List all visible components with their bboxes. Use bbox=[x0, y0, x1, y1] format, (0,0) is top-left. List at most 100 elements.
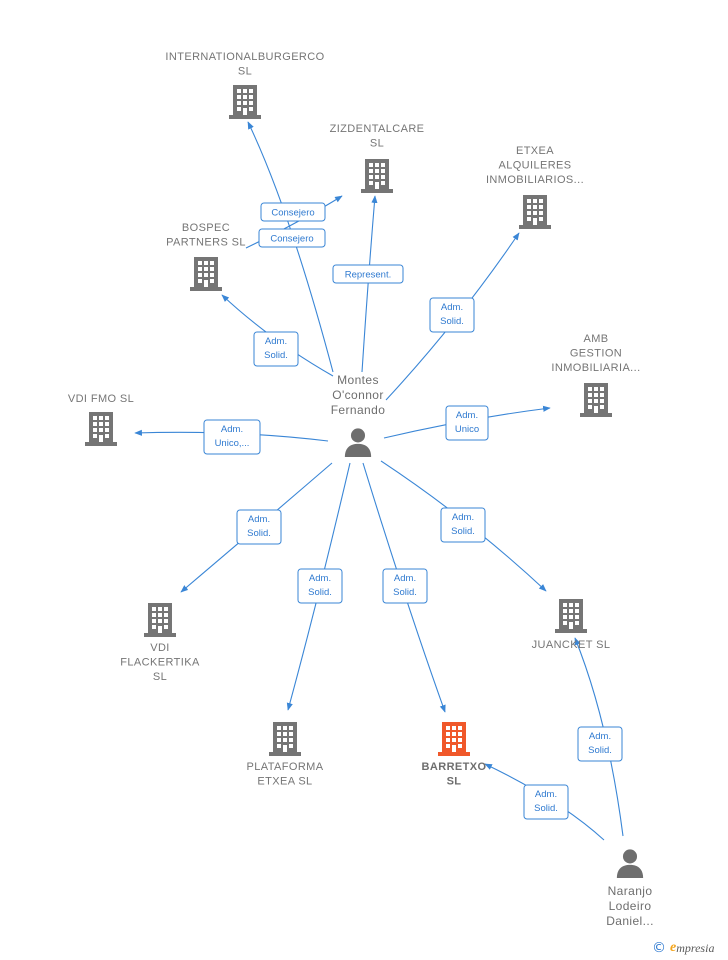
node-label: Fernando bbox=[331, 403, 386, 417]
building-icon bbox=[190, 257, 222, 291]
edge-montes-zizdentalcare-consejero bbox=[245, 195, 343, 249]
node-label: PLATAFORMA bbox=[247, 761, 324, 773]
node-vdi_flackertika[interactable]: VDI FLACKERTIKA SL bbox=[120, 603, 200, 683]
edge-label-box bbox=[297, 568, 343, 604]
edge-label-text: Solid. bbox=[588, 745, 612, 756]
edge-label-box bbox=[577, 726, 623, 762]
edge-label-montes-amb[interactable]: Adm.Unico bbox=[445, 405, 489, 441]
edge-label-box bbox=[429, 297, 475, 333]
node-label: SL bbox=[238, 66, 252, 78]
node-label: ALQUILERES bbox=[498, 160, 571, 172]
edge-label-text: Represent. bbox=[345, 270, 391, 281]
node-zizdentalcare[interactable]: ZIZDENTALCARE SL bbox=[330, 123, 425, 193]
node-label: SL bbox=[447, 776, 462, 788]
node-amb_gestion[interactable]: AMBGESTIONINMOBILIARIA... bbox=[551, 333, 640, 417]
edge-label-box bbox=[258, 228, 326, 248]
building-icon bbox=[144, 603, 176, 637]
edge-label-box bbox=[332, 264, 404, 284]
edge-label-box bbox=[445, 405, 489, 441]
node-label: ETXEA bbox=[516, 145, 554, 157]
nodes-layer: INTERNATIONALBURGERCO SL ZIZDENTALCARE SL ET… bbox=[68, 51, 654, 928]
edge-label-montes-zizdentalcare-consejero[interactable]: Consejero bbox=[258, 228, 326, 248]
edge-label-box bbox=[523, 784, 569, 820]
node-label: Naranjo bbox=[608, 884, 653, 898]
edge-label-text: Solid. bbox=[451, 526, 475, 537]
node-label: BARRETXO bbox=[422, 761, 487, 773]
edge-label-naranjo-juancket[interactable]: Adm. Solid. bbox=[577, 726, 623, 762]
building-icon bbox=[269, 722, 301, 756]
node-label: GESTION bbox=[570, 348, 622, 360]
node-internationalburgerco[interactable]: INTERNATIONALBURGERCO SL bbox=[165, 51, 324, 119]
brand-initial: e bbox=[670, 940, 677, 955]
node-label: ETXEA SL bbox=[257, 776, 312, 788]
edge-montes-zizdentalcare-represent bbox=[361, 195, 378, 373]
edge-label-text: Adm. bbox=[589, 731, 611, 742]
edge-label-text: Solid. bbox=[247, 528, 271, 539]
node-vdi_fmo[interactable]: VDI FMO SL bbox=[68, 393, 134, 446]
edge-label-box bbox=[440, 507, 486, 543]
edge-label-text: Unico,... bbox=[215, 438, 250, 449]
building-icon bbox=[229, 85, 261, 119]
node-label: O'connor bbox=[332, 388, 384, 402]
building-icon bbox=[361, 159, 393, 193]
edge-label-montes-flackertika[interactable]: Adm.Solid. bbox=[236, 509, 282, 545]
node-label: INTERNATIONALBURGERCO bbox=[165, 51, 324, 63]
node-label: INMOBILIARIOS... bbox=[486, 174, 584, 186]
edge-label-montes-internationalburgerco[interactable]: Consejero bbox=[260, 202, 326, 222]
edge-label-text: Adm. bbox=[456, 410, 478, 421]
copyright-icon: © bbox=[652, 940, 666, 956]
brand-name: mpresia bbox=[676, 940, 715, 955]
edge-label-montes-bospec[interactable]: Adm. Solid. bbox=[253, 331, 299, 367]
node-label: FLACKERTIKA bbox=[120, 657, 200, 669]
node-label: VDI bbox=[150, 642, 170, 654]
edge-labels-layer: ConsejeroConsejeroRepresent.Adm.Solid.Ad… bbox=[203, 202, 623, 820]
edge-label-text: Consejero bbox=[271, 208, 314, 219]
node-plataforma_etxea[interactable]: PLATAFORMA ETXEA SL bbox=[247, 722, 324, 788]
edge-label-box bbox=[382, 568, 428, 604]
node-bospec[interactable]: BOSPEC PARTNERS SL bbox=[166, 222, 246, 291]
node-juancket[interactable]: JUANCKET SL bbox=[532, 599, 611, 651]
edge-label-text: Solid. bbox=[308, 587, 332, 598]
edge-label-montes-zizdentalcare-represent[interactable]: Represent. bbox=[332, 264, 404, 284]
building-icon bbox=[85, 412, 117, 446]
edge-label-naranjo-barretxo[interactable]: Adm. Solid. bbox=[523, 784, 569, 820]
node-label: Lodeiro bbox=[609, 899, 652, 913]
edge-label-text: Adm. bbox=[535, 789, 557, 800]
edge-label-text: Adm. bbox=[394, 573, 416, 584]
edge-label-box bbox=[260, 202, 326, 222]
edge-label-text: Adm. bbox=[265, 336, 287, 347]
edge-label-box bbox=[236, 509, 282, 545]
node-label: Montes bbox=[337, 373, 379, 387]
node-barretxo[interactable]: BARRETXO SL bbox=[422, 722, 487, 788]
edge-label-text: Solid. bbox=[393, 587, 417, 598]
edge-label-box bbox=[203, 419, 261, 455]
node-etxea_alquileres[interactable]: ETXEA ALQUILERES INMOBILIARIOS... bbox=[486, 145, 584, 229]
edge-label-text: Solid. bbox=[264, 350, 288, 361]
node-label: SL bbox=[153, 671, 167, 683]
edge-label-montes-etxea[interactable]: Adm. Solid. bbox=[429, 297, 475, 333]
edge-label-text: Adm. bbox=[441, 302, 463, 313]
node-label: BOSPEC bbox=[182, 222, 230, 234]
edge-label-montes-plataforma[interactable]: Adm.Solid. bbox=[297, 568, 343, 604]
edge-label-montes-barretxo[interactable]: Adm. Solid. bbox=[382, 568, 428, 604]
edge-label-text: Solid. bbox=[534, 803, 558, 814]
person-icon bbox=[616, 849, 644, 878]
building-icon bbox=[438, 722, 470, 756]
node-label: SL bbox=[370, 138, 384, 150]
building-icon bbox=[580, 383, 612, 417]
node-label: VDI FMO SL bbox=[68, 393, 134, 405]
edge-label-text: Solid. bbox=[440, 316, 464, 327]
node-label: PARTNERS SL bbox=[166, 237, 246, 249]
edge-label-montes-vdifmo[interactable]: Adm.Unico,... bbox=[203, 419, 261, 455]
node-label: Daniel... bbox=[606, 914, 654, 928]
node-naranjo[interactable]: NaranjoLodeiroDaniel... bbox=[606, 849, 654, 928]
node-label: ZIZDENTALCARE bbox=[330, 123, 425, 135]
edge-label-box bbox=[253, 331, 299, 367]
edge-label-text: Consejero bbox=[270, 234, 313, 245]
edge-label-montes-juancket[interactable]: Adm. Solid. bbox=[440, 507, 486, 543]
edge-label-text: Adm. bbox=[452, 512, 474, 523]
credit[interactable]: © e mpresia bbox=[652, 938, 714, 958]
building-icon bbox=[555, 599, 587, 633]
